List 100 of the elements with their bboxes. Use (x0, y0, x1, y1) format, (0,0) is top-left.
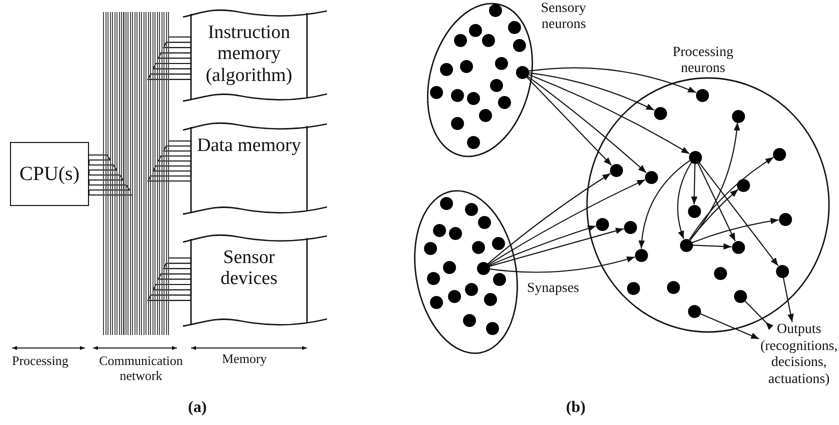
neuron-dot (478, 216, 490, 228)
synapse-arrow (526, 76, 612, 166)
neuron-dot (448, 290, 460, 302)
memory-label: Instruction memory (algorithm) (204, 22, 294, 86)
neuron-dot (426, 272, 440, 284)
neuron-dot (696, 88, 708, 102)
synapse-arrow (489, 228, 624, 267)
neuron-dot (680, 238, 692, 252)
neuron-dot (450, 116, 464, 130)
synapse-arrow (677, 162, 692, 240)
synapse-arrow (528, 67, 696, 94)
synapse-arrow (690, 188, 738, 240)
memory-label: Data memory (197, 135, 301, 156)
synapse-arrow (488, 225, 596, 266)
neuron-dot (776, 264, 788, 278)
memory-scroll (183, 8, 327, 104)
memory-label: Sensor devices (220, 247, 278, 290)
synapse-arrow (690, 122, 740, 240)
synapse-arrow (489, 256, 635, 273)
neuron-dot (732, 110, 744, 122)
neuron-dot (714, 266, 726, 280)
neuron-dot (492, 236, 504, 250)
group-heading: Processing neurons (672, 45, 734, 76)
neuron-dot (462, 314, 476, 326)
bus-connection-lines (147, 36, 192, 80)
bus-connection-lines (88, 154, 133, 196)
neuron-dot (450, 88, 464, 102)
neuron-dot (478, 108, 492, 122)
synapse-arrow (692, 243, 732, 250)
neuron-dot (484, 292, 496, 306)
neuron-dot (624, 220, 636, 234)
synapse-arrow (528, 74, 690, 154)
text-label: Communication network (98, 354, 184, 384)
neuron-dot (688, 150, 702, 164)
synapse-arrow (782, 277, 794, 322)
neuron-dot (644, 170, 658, 184)
neuron-dot (454, 34, 466, 46)
neuron-dot (626, 282, 640, 294)
text-label: Processing (12, 354, 68, 369)
neuron-dot (494, 56, 508, 70)
neuron-dot (424, 242, 436, 254)
neuron-dot (466, 92, 480, 104)
neuron-dot (488, 4, 502, 16)
text-label: Synapses (527, 281, 580, 298)
neuron-dot (448, 226, 462, 240)
neuron-dot (468, 24, 482, 36)
neuron-dot (442, 260, 456, 274)
synapse-arrow (488, 173, 611, 264)
neuron-dot (610, 164, 622, 176)
neuron-dot (508, 20, 520, 34)
neuron-dot (596, 218, 608, 230)
synapse-arrow (697, 162, 736, 242)
neuron-dot (486, 322, 498, 334)
neuron-dot (512, 38, 526, 52)
text-label: Memory (222, 352, 267, 367)
neuron-dot (440, 62, 452, 76)
panel-label: (b) (566, 399, 586, 418)
neuron-dot (482, 34, 494, 46)
neuron-dot (688, 204, 700, 218)
neuron-dot (466, 136, 480, 148)
synapse-arrow (691, 163, 698, 205)
neuron-dot (440, 196, 452, 210)
neuron-dot (432, 224, 446, 236)
bus-connection-lines (147, 257, 192, 301)
synapse-arrow (528, 72, 654, 111)
group-heading: Sensory neurons (540, 1, 586, 32)
neuron-dot (666, 280, 680, 294)
neuron-dot (464, 282, 478, 296)
synapse-arrow (744, 300, 774, 330)
synapse-arrow (700, 313, 760, 340)
synapse-arrow (689, 156, 774, 240)
neuron-dot (464, 202, 478, 216)
neuron-dot (472, 240, 484, 254)
memory-scroll (183, 121, 327, 217)
panel-label: (a) (188, 399, 207, 418)
neuron-dot (654, 106, 666, 120)
neuron-dot (476, 262, 490, 274)
synapse-arrow (638, 160, 690, 249)
neuron-dot (734, 290, 746, 302)
synapse-arrow (698, 162, 779, 266)
neuron-dot (490, 78, 502, 92)
memory-scroll (183, 233, 327, 329)
neuron-dot (460, 60, 472, 72)
box-label: CPU(s) (19, 162, 80, 186)
neuron-dot (736, 178, 750, 192)
neuron-dot (688, 304, 700, 318)
synapse-arrow (526, 75, 647, 174)
neuron-group-ellipse (415, 191, 517, 353)
neuron-dot (732, 240, 744, 254)
synapse-arrow (488, 179, 646, 266)
neuron-dot (498, 96, 510, 108)
synapse-arrow (692, 218, 779, 244)
output-text: Outputs (recognitions, decisions, actuations) (759, 322, 839, 390)
neuron-dot (492, 272, 506, 286)
neuron-dot (634, 248, 648, 262)
processor-box (10, 142, 89, 206)
neuron-dot (778, 212, 792, 226)
neuron-dot (516, 66, 528, 78)
neuron-dot (430, 86, 442, 98)
bus-connection-lines (147, 140, 192, 182)
